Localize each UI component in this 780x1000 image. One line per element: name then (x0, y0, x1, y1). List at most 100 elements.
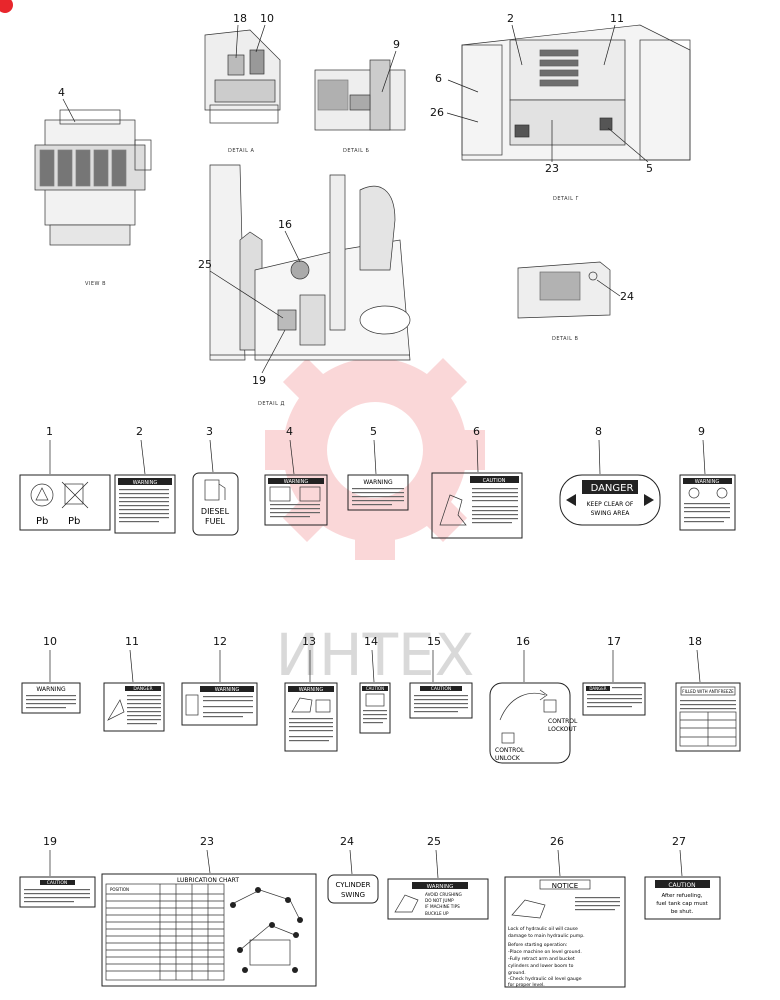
label-13-header: WARNING (299, 687, 324, 693)
label-number: 23 (200, 835, 214, 848)
label-27-header: CAUTION (668, 882, 695, 889)
label-3-diesel-fuel: DIESEL FUEL (192, 472, 239, 536)
label-23-title: LUBRICATION CHART (177, 877, 239, 884)
label-25-header: WARNING (427, 884, 454, 890)
label-25-line3: IF MACHINE TIPS (425, 904, 460, 909)
label-1-pb-b: Pb (68, 516, 80, 527)
callout: 25 (198, 258, 212, 271)
label-26-line2: damage to main hydraulic pump. (508, 933, 585, 939)
label-26-line4: -Place machine on level ground. (508, 949, 582, 955)
label-number: 19 (43, 835, 57, 848)
callout: 6 (435, 72, 442, 85)
label-16-line3: CONTROL (495, 747, 525, 754)
label-18-header: FILLED WITH ANTIFREEZE (682, 689, 734, 694)
label-19-caution: CAUTION (19, 876, 96, 908)
label-26-line8: -Check hydraulic oil level gauge (508, 976, 582, 982)
label-number: 9 (698, 425, 705, 438)
label-number: 14 (364, 635, 378, 648)
detail-d-caption: DETAIL Д (258, 401, 285, 407)
callout: 24 (620, 290, 634, 303)
label-25-line1: AVOID CRUSHING (425, 892, 462, 897)
label-number: 1 (46, 425, 53, 438)
callout: 2 (507, 12, 514, 25)
label-6-header: CAUTION (483, 478, 506, 484)
label-12-header: WARNING (215, 687, 240, 693)
view-drawing (34, 109, 152, 246)
label-8-danger: DANGER KEEP CLEAR OF SWING AREA (559, 474, 661, 526)
label-26-header: NOTICE (552, 882, 578, 890)
watermark-text: ИНТЕХ (276, 621, 475, 689)
label-number: 26 (550, 835, 564, 848)
callout: 18 (233, 12, 247, 25)
callout: 16 (278, 218, 292, 231)
label-27-line3: be shut. (671, 909, 694, 915)
label-25-line2: DO NOT JUMP (425, 898, 454, 903)
label-14-caution: CAUTION (359, 682, 391, 734)
label-4-warning: WARNING (264, 474, 328, 526)
label-27-line1: After refueling, (661, 893, 702, 899)
label-number: 12 (213, 635, 227, 648)
watermark-gear (265, 340, 485, 560)
detail-a-drawing (204, 29, 281, 124)
label-number: 5 (370, 425, 377, 438)
label-12-warning: WARNING (181, 682, 258, 726)
label-14-header: CAUTION (366, 686, 384, 691)
label-number: 17 (607, 635, 621, 648)
label-number: 18 (688, 635, 702, 648)
label-26-line1: Lock of hydraulic oil will cause (508, 926, 578, 932)
label-16-control-lockout: CONTROL LOCKOUT CONTROL UNLOCK (489, 682, 578, 764)
label-16-line4: UNLOCK (495, 755, 521, 762)
label-25-warning: WARNING AVOID CRUSHING DO NOT JUMP IF MA… (387, 878, 489, 920)
label-11-header: DANGER (133, 686, 152, 692)
label-number: 11 (125, 635, 139, 648)
label-4-header: WARNING (284, 479, 309, 485)
label-number: 15 (427, 635, 441, 648)
label-2-header: WARNING (133, 480, 158, 486)
label-15-caution: CAUTION (409, 682, 473, 719)
label-3-line2: FUEL (205, 517, 226, 526)
detail-a-caption: DETAIL А (228, 148, 254, 154)
label-27-caution: CAUTION After refueling, fuel tank cap m… (644, 876, 721, 920)
callout: 5 (646, 162, 653, 175)
label-2-warning: WARNING (114, 474, 176, 534)
label-19-header: CAUTION (47, 880, 68, 886)
label-number: 25 (427, 835, 441, 848)
label-number: 3 (206, 425, 213, 438)
label-11-danger: DANGER (103, 682, 165, 732)
callout: 23 (545, 162, 559, 175)
detail-g-drawing (461, 24, 691, 161)
detail-g-caption: DETAIL Г (553, 196, 579, 202)
label-10-header: WARNING (36, 686, 66, 693)
label-23-position: POSITION (110, 887, 129, 892)
label-number: 6 (473, 425, 480, 438)
callout: 10 (260, 12, 274, 25)
label-27-line2: fuel tank cap must (656, 901, 708, 907)
label-15-header: CAUTION (431, 686, 452, 692)
label-26-notice: NOTICE Lock of hydraulic oil will cause … (504, 876, 626, 988)
label-18-antifreeze: FILLED WITH ANTIFREEZE (675, 682, 741, 752)
label-8-header: DANGER (591, 483, 634, 494)
label-26-line9: for proper level. (508, 982, 545, 988)
label-17-header: DANGER (589, 686, 606, 691)
label-number: 27 (672, 835, 686, 848)
label-24-line2: SWING (341, 891, 365, 899)
label-number: 13 (302, 635, 316, 648)
detail-b-drawing (314, 59, 406, 131)
detail-v-caption: DETAIL В (552, 336, 578, 342)
detail-b-caption: DETAIL Б (343, 148, 369, 154)
callout: 4 (58, 86, 65, 99)
label-1-recycle: Pb Pb (19, 474, 111, 531)
label-16-line1: CONTROL (548, 718, 578, 725)
label-5-header: WARNING (363, 479, 393, 486)
label-1-pb-a: Pb (36, 516, 48, 527)
label-26-line5: -Fully retract arm and bucket (508, 956, 575, 962)
label-9-header: WARNING (695, 479, 720, 485)
label-number: 8 (595, 425, 602, 438)
label-24-line1: CYLINDER (336, 881, 371, 889)
label-26-line7: ground. (508, 970, 526, 976)
view-b-caption: VIEW В (85, 281, 106, 287)
detail-v-drawing (517, 261, 611, 319)
label-25-line4: BUCKLE UP (425, 911, 449, 916)
